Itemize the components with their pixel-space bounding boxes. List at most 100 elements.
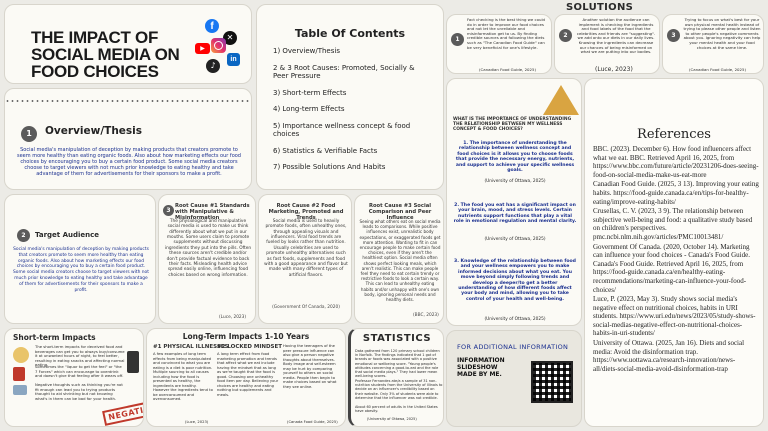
youtube-icon: ▶ [195,43,210,54]
toc-item[interactable]: 3) Short-term Effects [273,88,347,97]
importance-title: WHAT IS THE IMPORTANCE OF UNDERSTANDING … [453,117,572,133]
references-title: References [637,127,711,142]
short-term-card: Short-term Impacts The short-term impact… [4,328,144,427]
solution-card-1: 1 Fact checking is the best thing we cou… [446,14,552,74]
long-term-col2-title: #2 LOCKED MINDSET [217,344,283,350]
title-card: THE IMPACT OF SOCIAL MEDIA ON FOOD CHOIC… [4,4,252,84]
negative-badge: NEGATIVE [102,399,143,426]
toc-item[interactable]: 4) Long-term Effects [273,105,345,113]
toc-item[interactable]: 2 & 3 Root Causes: Promoted, Socially & … [273,63,415,81]
root-cause-1-title: Root Cause #1 Standards with Manipulativ… [175,203,250,221]
section-number: 3 [163,205,174,216]
solution-body: Trying to focus on what's best for your … [683,17,761,50]
long-term-col2-body: A long term effect from food marketing p… [217,352,279,397]
food-pyramid-icon [543,85,579,115]
root-cause-2-title: Root Cause #2 Food Marketing, Promoted a… [268,203,344,221]
root-cause-3-cite: (BBC, 2023) [413,313,439,318]
phone-icon [127,351,139,373]
dotted-divider [5,99,251,103]
short-term-item: Negative thoughts such as thinking you'r… [35,382,123,401]
facebook-icon: f [205,19,219,33]
importance-card: WHAT IS THE IMPORTANCE OF UNDERSTANDING … [446,78,582,326]
references-list: BBC. (2023). December 6). How food influ… [593,145,759,373]
root-cause-2-cite: (Government Of Canada, 2020) [272,305,340,310]
toc-item[interactable]: 6) Statistics & Verifiable Facts [273,146,378,155]
section-number: 1 [21,126,37,142]
root-cause-1-body: The physiological and manipulative socia… [164,219,252,278]
short-term-item: The short-term impacts for deceived food… [35,344,125,368]
section-number: 2 [17,229,30,242]
toc-item[interactable]: 5) Importance wellness concept & food ch… [273,121,411,139]
slideshow-link[interactable]: INFORMATION SLIDESHOW MADE BY ME. [457,357,505,378]
statistics-title: STATISTICS [362,333,432,344]
long-term-title: Long-Term Impacts 1-10 Years [182,332,310,341]
solution-cite: (Canadian Food Guide, 2025) [689,67,746,72]
solution-body: Fact checking is the best thing we could… [467,17,546,50]
reference-item[interactable]: Crusellas, C. V. (2023, 3 9). The relati… [593,207,753,241]
drink-icon [13,367,25,381]
instagram-icon [211,38,226,53]
statistics-body: Data gathered from 120 primary school ch… [355,349,440,379]
toc-list: 1) Overview/Thesis 2 & 3 Root Causes: Pr… [273,47,423,172]
solution-card-3: 3 Trying to focus on what's best for you… [662,14,764,74]
solution-card-2: 2 Another solution the audience can impl… [554,14,660,74]
linkedin-icon: in [227,53,240,66]
long-term-col3-body: Having the teenagers of the peer pressur… [283,344,337,389]
long-term-col1-cite: (Luce, 2023) [185,420,209,424]
importance-point: 3. Knowledge of the relationship between… [454,259,576,302]
overview-card: 1 Overview/Thesis Social media's manipul… [4,88,252,190]
importance-cite: (University of Ottawa, 2025) [484,179,546,184]
reference-item[interactable]: University of Ottawa. (2025, Jan 16). Di… [593,339,745,373]
statistics-body: Professor Fernandes ate/a a sample of 31… [355,379,443,400]
importance-cite: (University of Ottawa, 2025) [484,317,546,322]
table-of-contents: Table Of Contents 1) Overview/Thesis 2 &… [256,4,444,190]
toc-item[interactable]: 7) Possible Solutions And Habits [273,163,386,171]
additional-info-card: FOR ADDITIONAL INFORMATION INFORMATION S… [446,330,582,427]
root-cause-1-cite: (Luce, 2023) [219,315,247,320]
target-audience-card: 2 Target Audience Social media's manipul… [4,194,156,324]
statistics-body: About 60 percent of adults in the United… [355,405,438,414]
statistics-card: STATISTICS Data gathered from 120 primar… [348,328,444,427]
food-icon [13,347,29,363]
additional-info-title: FOR ADDITIONAL INFORMATION [457,343,569,351]
root-cause-2-body: Social media is used to heavily promote … [264,219,348,278]
long-term-card: Long-Term Impacts 1-10 Years #1 PHYSICAL… [146,328,346,427]
toc-title: Table Of Contents [294,27,406,40]
short-term-item: Sometimes the "liquor to get the feel" o… [35,364,124,379]
root-cause-3-title: Root Cause #3 Social Comparison and Peer… [368,203,432,221]
statistics-cite: (University of Ottawa, 2025) [367,417,417,421]
importance-cite: (University of Ottawa, 2025) [484,237,546,242]
qr-code-icon[interactable] [531,361,573,403]
reference-item[interactable]: Canadian Food Guide. (2025, 3 13). Impro… [593,180,759,206]
importance-point: 2. The food you eat has a significant im… [453,203,577,225]
overview-body: Social media's manipulation of deception… [17,147,241,177]
scale-icon [13,385,27,395]
long-term-col1-title: #1 PHYSICAL ILLNESSES [153,344,229,350]
reference-item[interactable]: Government Of Canada. (2020, October 14)… [593,242,750,294]
references-card: References BBC. (2023). December 6). How… [584,78,764,427]
solution-body: Another solution the audience can implem… [576,17,656,55]
long-term-col1-body: A few examples of long term effects from… [153,352,213,401]
x-icon: ✕ [223,31,237,45]
reference-item[interactable]: BBC. (2023). December 6). How food influ… [593,145,759,179]
target-body: Social media's manipulation of deception… [13,247,149,293]
section-number: 3 [667,29,680,42]
toc-item[interactable]: 1) Overview/Thesis [273,47,340,55]
root-cause-3-body: Seeing what others eat on social media l… [359,219,441,303]
reference-item[interactable]: Luce, P. (2023, May 3). Study shows soci… [593,295,756,338]
solution-cite: (Canadian Food Guide, 2025) [479,67,536,72]
target-title: Target Audience [35,231,100,239]
long-term-col3-cite: (Canada Food Guide, 2025) [287,420,338,424]
root-cause-1-card: 3 Root Cause #1 Standards with Manipulat… [158,194,256,324]
tiktok-icon: ♪ [206,59,220,73]
solutions-header: SOLUTIONS [566,2,634,13]
short-term-title: Short-term Impacts [13,333,96,342]
solution-cite: (Luce, 2023) [595,66,633,73]
page-title: THE IMPACT OF SOCIAL MEDIA ON FOOD CHOIC… [31,28,180,81]
importance-point: 1. The importance of understanding the r… [455,141,575,174]
section-number: 1 [451,33,464,46]
overview-title: Overview/Thesis [45,125,143,137]
section-number: 2 [559,29,572,42]
root-cause-3-card: Root Cause #3 Social Comparison and Peer… [354,194,444,324]
root-cause-2-card: Root Cause #2 Food Marketing, Promoted a… [258,194,352,324]
